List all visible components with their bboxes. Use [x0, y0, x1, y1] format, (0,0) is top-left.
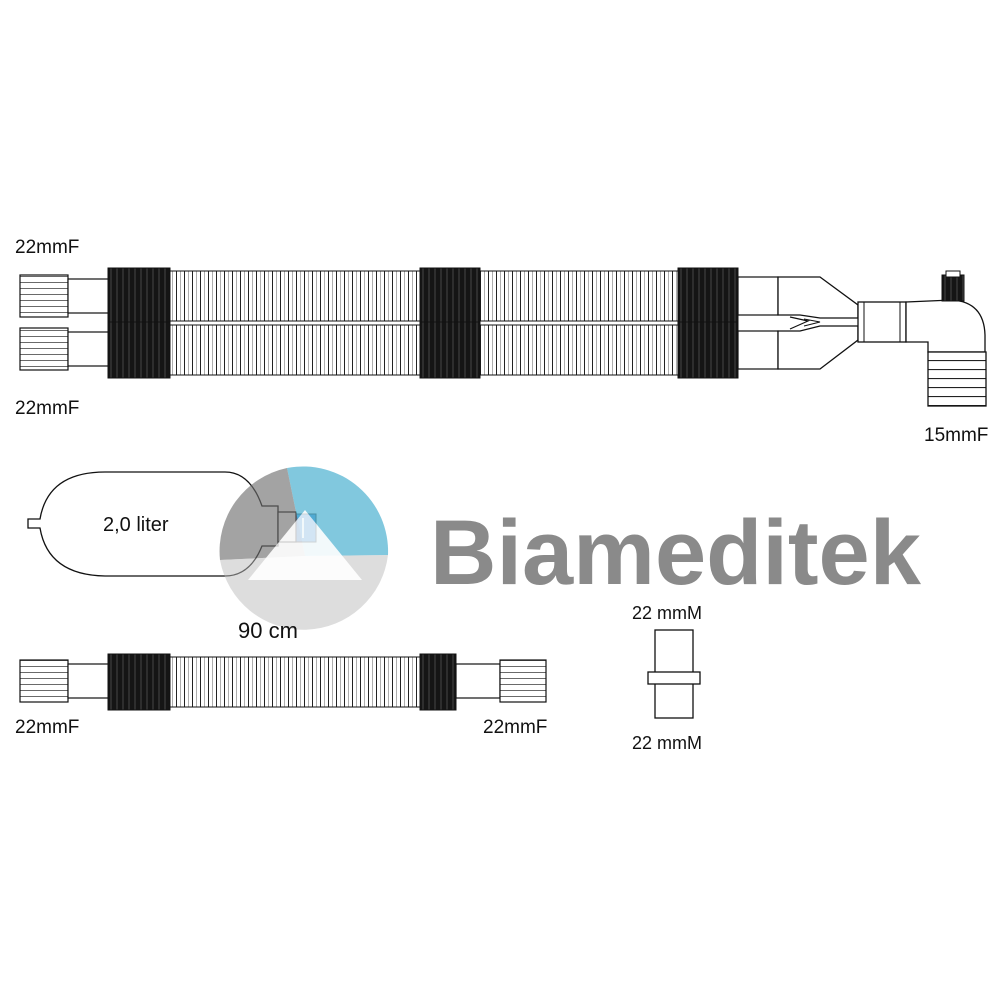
upper-corrugated-left: [169, 270, 421, 322]
label-bottom-left-connector: 22mmF: [15, 717, 79, 738]
lower-band-middle: [419, 321, 481, 379]
single-corrugated: [169, 656, 421, 708]
label-top-upper-connector: 22mmF: [15, 237, 79, 258]
lower-right-cuff: [737, 330, 779, 370]
lower-limb-hose: [19, 321, 779, 379]
adapter-connector: [647, 629, 701, 719]
upper-band-left: [107, 267, 171, 325]
label-elbow-connector: 15mmF: [924, 425, 988, 446]
single-left-grip-connector: [19, 659, 69, 703]
single-band-right: [419, 653, 457, 711]
upper-right-cuff: [737, 276, 779, 316]
lower-left-cuff: [67, 331, 111, 367]
label-adapter-top: 22 mmM: [632, 603, 702, 623]
label-bottom-right-connector: 22mmF: [483, 717, 547, 738]
upper-band-right: [677, 267, 739, 325]
label-hose-length: 90 cm: [238, 618, 298, 643]
watermark-logo: [219, 466, 389, 630]
dual-limb-hose-assembly: [19, 267, 987, 407]
upper-band-middle: [419, 267, 481, 325]
lower-corrugated-right: [479, 324, 679, 376]
elbow-connector: [905, 270, 987, 407]
elbow-port-cap: [941, 274, 965, 302]
single-hose: [19, 653, 547, 711]
upper-left-cuff: [67, 278, 111, 314]
lower-band-right: [677, 321, 739, 379]
elbow-bellows: [927, 351, 987, 407]
adapter-collar: [647, 671, 701, 685]
label-adapter-bottom: 22 mmM: [632, 733, 702, 753]
label-top-lower-connector: 22mmF: [15, 398, 79, 419]
lower-corrugated-left: [169, 324, 421, 376]
single-right-cuff: [455, 663, 501, 699]
upper-left-grip-connector: [19, 274, 69, 318]
single-left-cuff: [67, 663, 111, 699]
lower-left-grip-connector: [19, 327, 69, 371]
watermark-text: Biameditek: [430, 502, 922, 604]
upper-limb-hose: [19, 267, 779, 325]
upper-corrugated-right: [479, 270, 679, 322]
y-piece-outlet: [857, 301, 907, 343]
y-piece: [777, 276, 907, 370]
single-right-grip-connector: [499, 659, 547, 703]
lower-band-left: [107, 321, 171, 379]
single-band-left: [107, 653, 171, 711]
label-bag-volume: 2,0 liter: [103, 514, 169, 536]
